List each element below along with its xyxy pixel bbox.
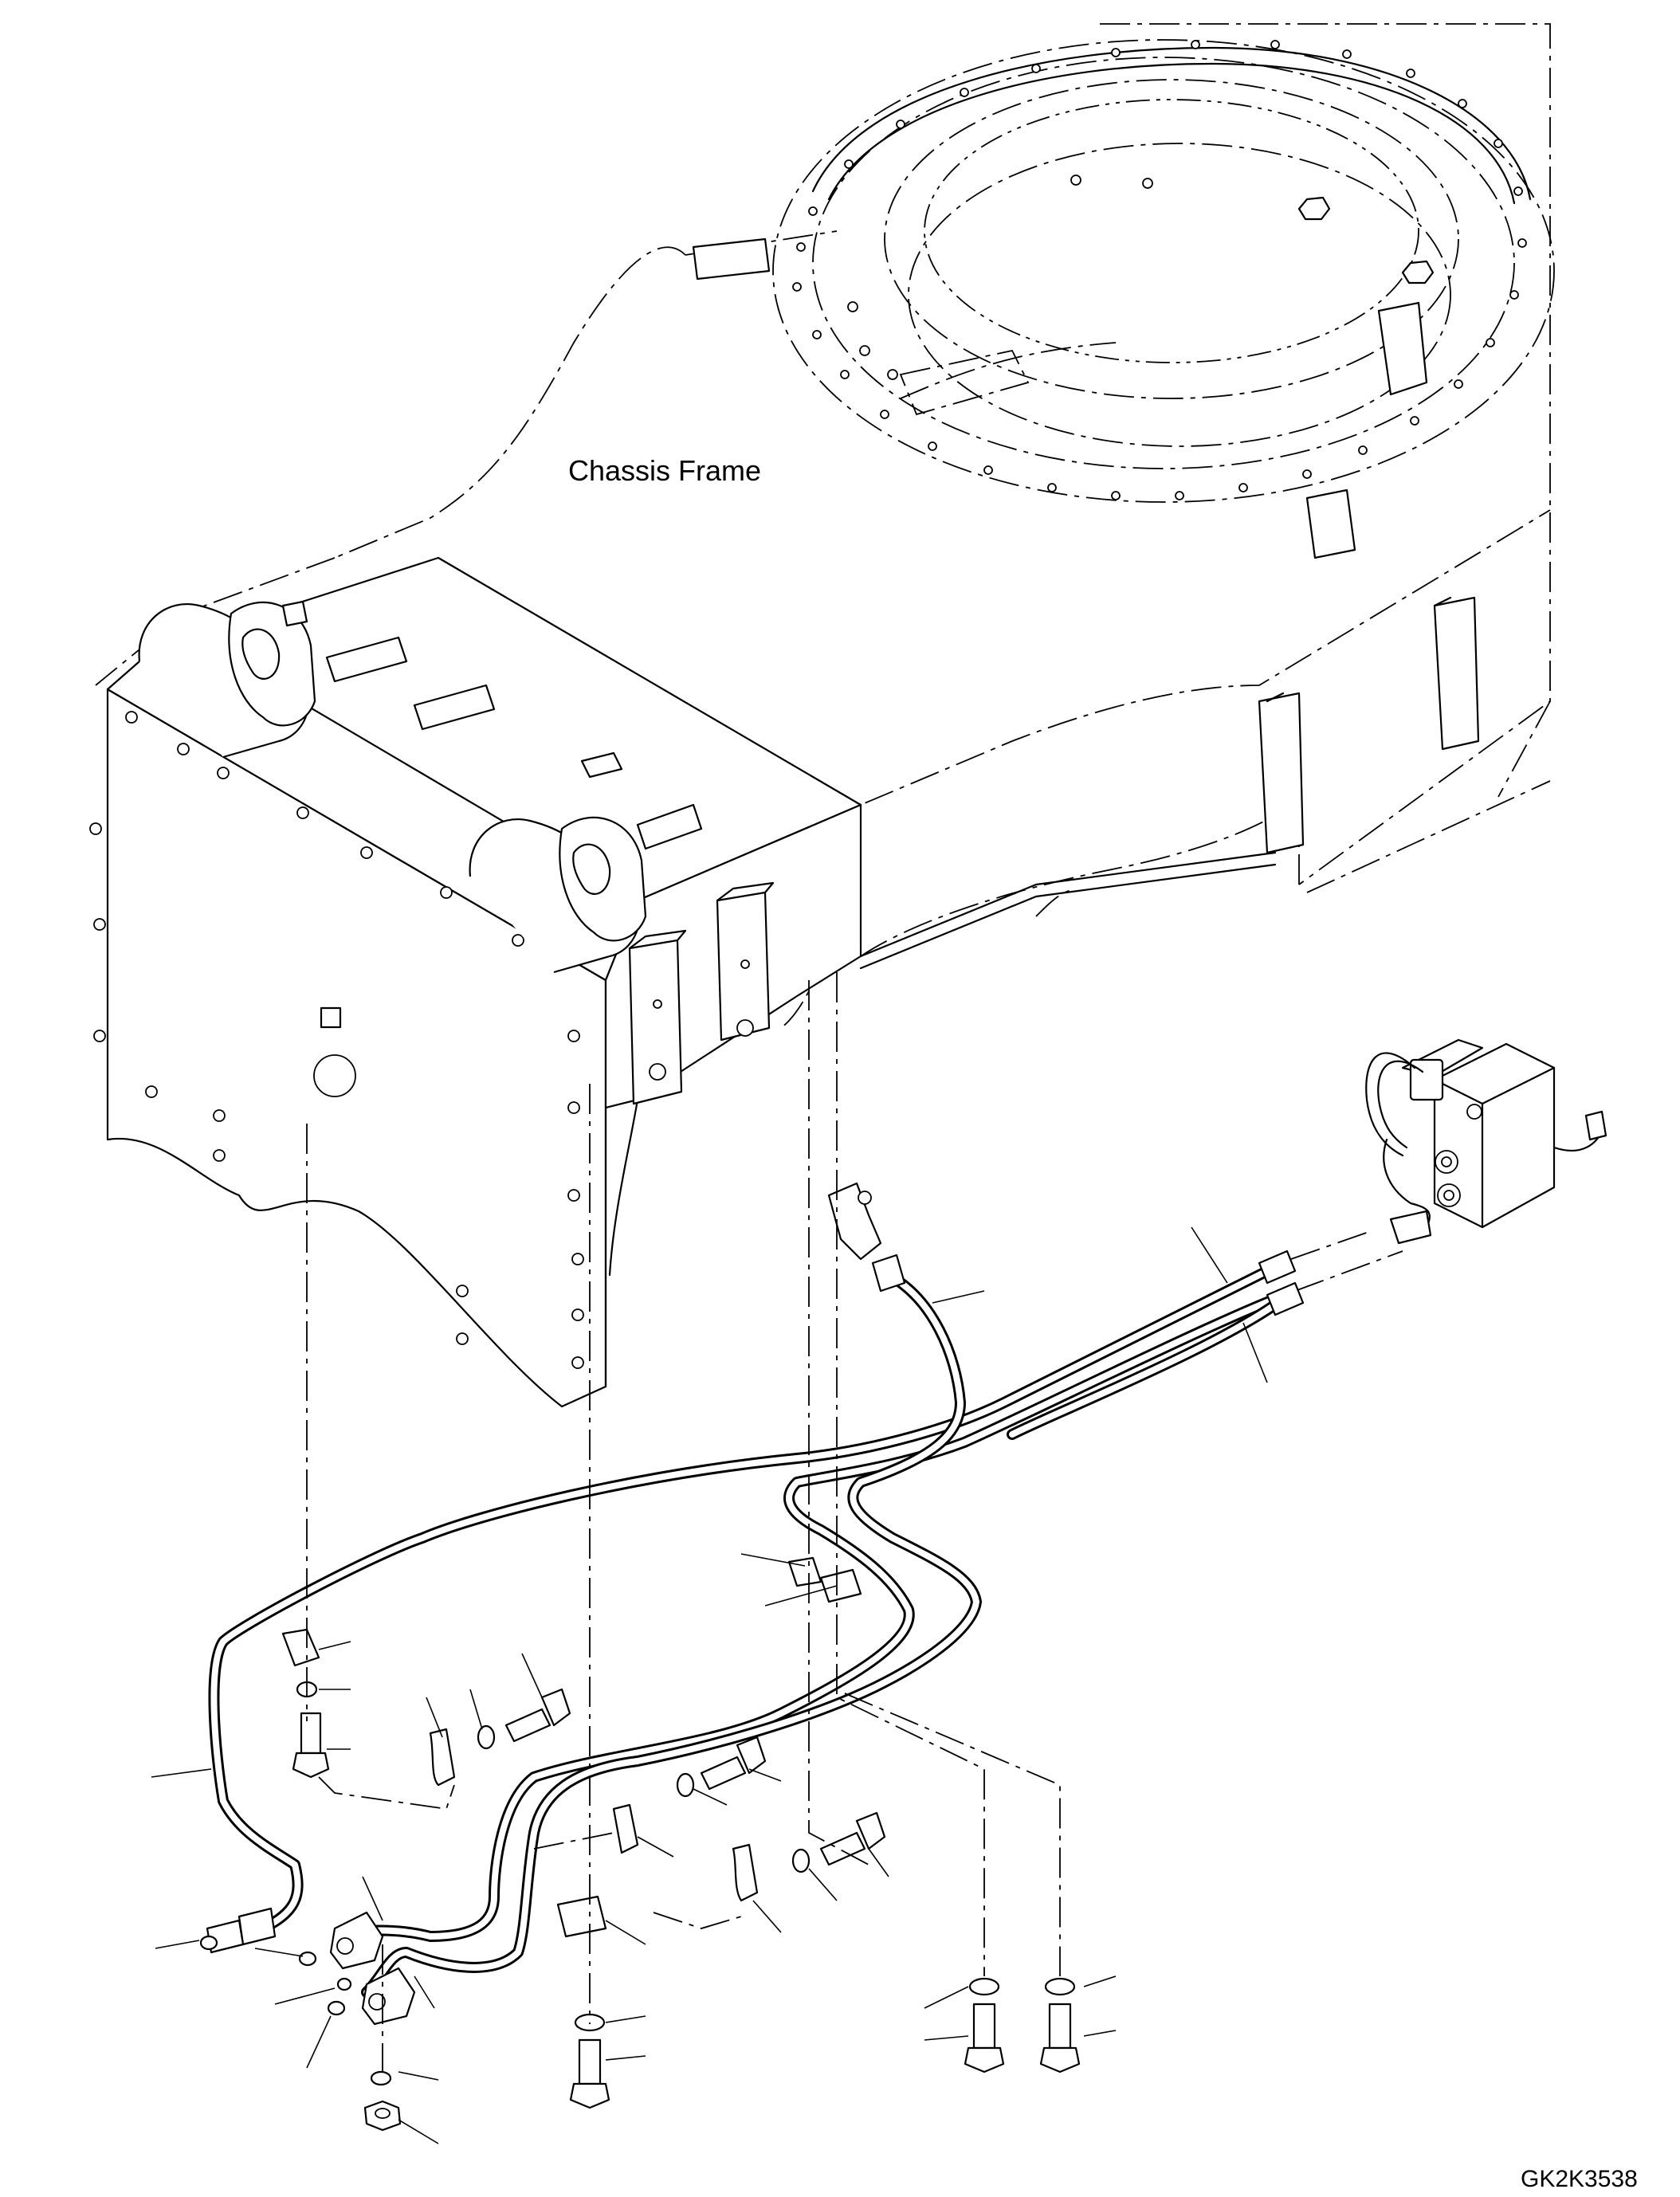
- bolt-angled-3: [819, 1811, 886, 1866]
- bolt-vertical-4: [1039, 2003, 1081, 2073]
- clamps-and-bolts: [281, 1556, 1081, 2109]
- drawing-code: GK2K3538: [1521, 2166, 1638, 2192]
- lifting-lug-left: [138, 601, 316, 759]
- lifting-lug-right: [469, 816, 647, 974]
- pipe-fittings: [199, 1182, 1305, 2132]
- callout-leaders: [151, 1226, 1268, 2144]
- chassis-frame-outline: [95, 23, 1555, 1029]
- front-plate-holes: [89, 711, 584, 1369]
- ring-bolt-holes: [792, 40, 1527, 500]
- bolt-angled-2: [700, 1736, 767, 1791]
- bolt-vertical-1: [292, 1712, 330, 1779]
- control-valve: [1365, 1038, 1607, 1245]
- bolt-angled-1: [504, 1688, 571, 1743]
- phantom-drop-lines: [306, 972, 1061, 2072]
- front-plate-block: [320, 1006, 342, 1029]
- bolt-vertical-3: [964, 2003, 1005, 2073]
- chassis-frame-label: Chassis Frame: [568, 454, 761, 487]
- bolt-vertical-2: [569, 2038, 610, 2109]
- front-frame-box: [89, 556, 862, 1408]
- inner-ring-nuts: [847, 175, 1435, 380]
